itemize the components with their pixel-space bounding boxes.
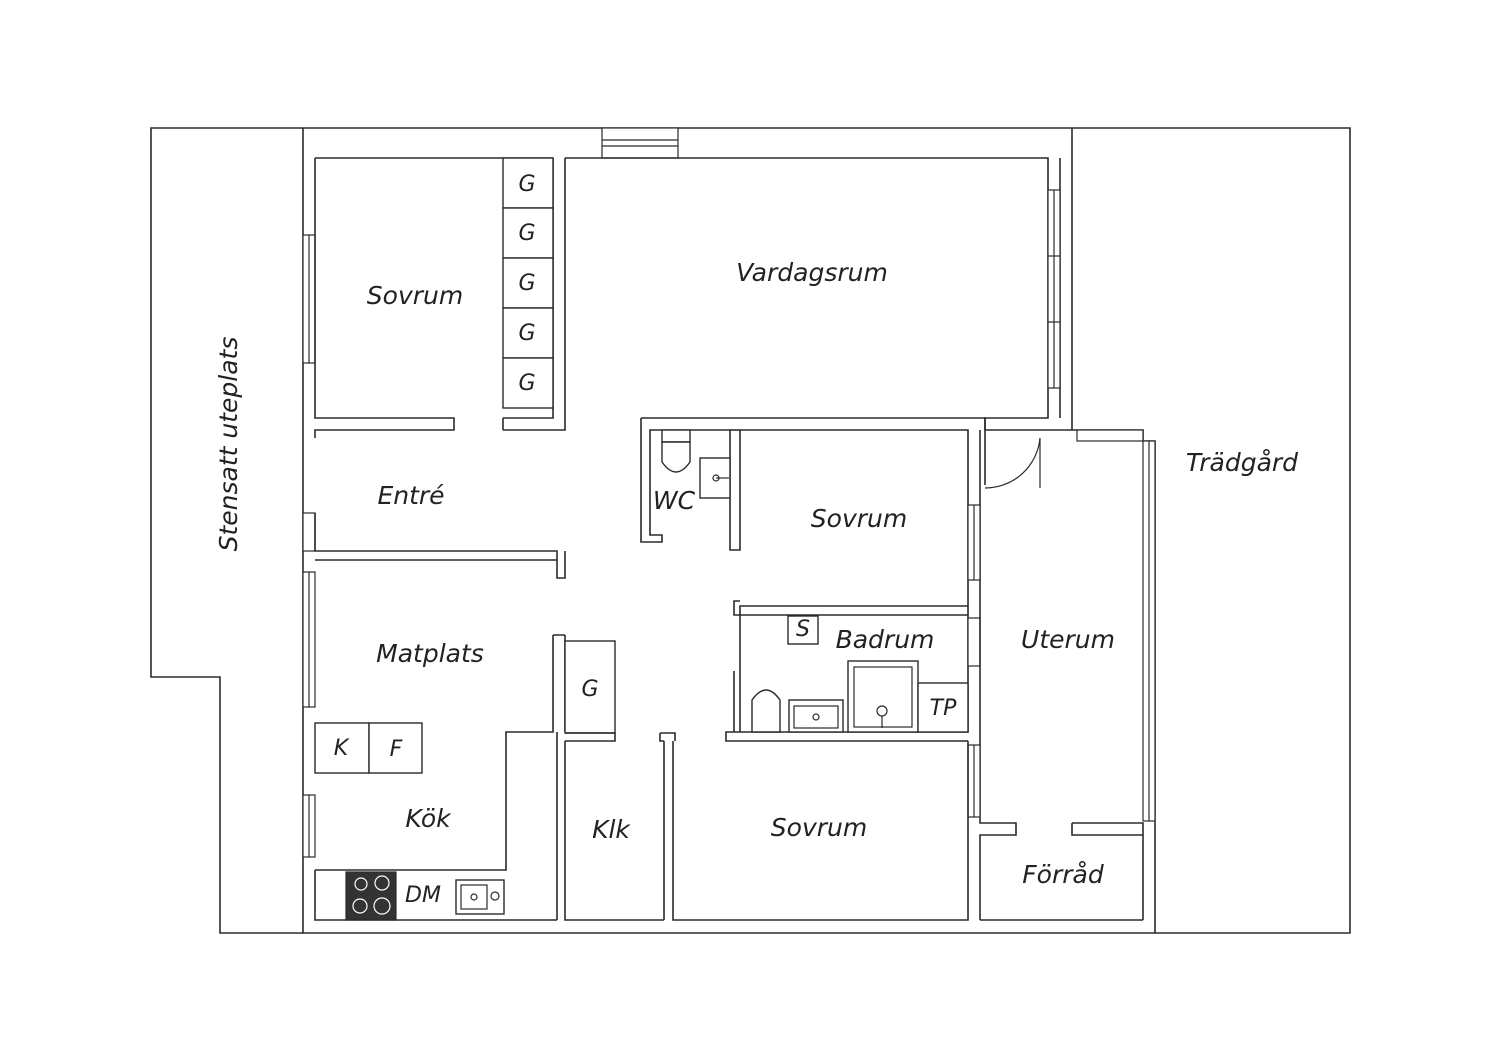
laundry-box (917, 682, 969, 733)
window-left-entre (302, 512, 316, 552)
wall-uterum (979, 429, 1156, 933)
fixture-label-wardrobe-2: G (518, 221, 535, 246)
door-swing-uterum (984, 437, 1041, 489)
room-label-entre: Entré (377, 481, 444, 510)
room-label-uterum: Uterum (1021, 625, 1115, 654)
wardrobe-column (502, 157, 554, 409)
toilet-bathroom (751, 689, 781, 733)
wall-wc (640, 417, 986, 551)
fixture-label-fridge: K (334, 736, 350, 761)
window-bedroom-3 (967, 744, 981, 818)
wardrobe-hall (564, 640, 616, 734)
shower-cabinet (787, 615, 819, 645)
fixture-label-freezer: F (390, 737, 403, 762)
room-label-vardagsrum: Vardagsrum (736, 258, 888, 287)
window-left-kitchen (302, 794, 316, 858)
room-label-matplats: Matplats (376, 639, 484, 668)
fridge-freezer (314, 722, 423, 774)
stove (345, 871, 397, 921)
fixture-label-dishwasher: DM (405, 883, 441, 908)
sink-wc (699, 457, 731, 499)
kitchen-counter (314, 870, 557, 921)
fixture-label-shower-cabinet: S (796, 617, 810, 642)
outdoor-label-tradgard: Trädgård (1186, 448, 1298, 477)
room-label-wc: WC (653, 486, 696, 515)
window-top (601, 127, 679, 159)
window-uterum-top (1076, 429, 1144, 442)
window-bedroom-2 (967, 504, 981, 581)
fixture-label-wardrobe-hall: G (581, 677, 598, 702)
bathtub (847, 660, 919, 733)
room-label-kok: Kök (405, 804, 452, 833)
window-living-room (1047, 189, 1061, 389)
window-uterum-right (1142, 440, 1156, 822)
garden-area (1072, 127, 1351, 934)
wall-bathroom (725, 614, 969, 742)
stone-patio-area (150, 127, 303, 934)
sink-bathroom (788, 699, 844, 733)
room-label-sovrum-1: Sovrum (367, 281, 463, 310)
room-label-badrum: Badrum (836, 625, 935, 654)
window-left-matplats (302, 571, 316, 708)
wall-bedroom-3 (659, 732, 969, 921)
window-bathroom (967, 617, 981, 667)
toilet-wc (661, 429, 691, 473)
fixture-label-wardrobe-1: G (518, 172, 535, 197)
fixture-label-laundry: TP (930, 696, 957, 721)
fixture-label-wardrobe-5: G (518, 371, 535, 396)
window-left-bedroom (302, 234, 316, 364)
outdoor-label-stensatt-uteplats: Stensatt uteplats (214, 337, 243, 552)
kitchen-sink (455, 879, 505, 915)
fixture-label-wardrobe-4: G (518, 321, 535, 346)
fixture-label-wardrobe-3: G (518, 271, 535, 296)
room-label-forrad: Förråd (1022, 860, 1104, 889)
room-label-klk: Klk (592, 815, 631, 844)
outer-wall (302, 127, 1155, 934)
wall-entre (314, 513, 566, 579)
room-label-sovrum-2: Sovrum (811, 504, 907, 533)
room-label-sovrum-3: Sovrum (771, 813, 867, 842)
wall-bedroom-1 (314, 157, 566, 438)
wall-klk (556, 732, 664, 921)
wall-living-room (565, 157, 1061, 431)
